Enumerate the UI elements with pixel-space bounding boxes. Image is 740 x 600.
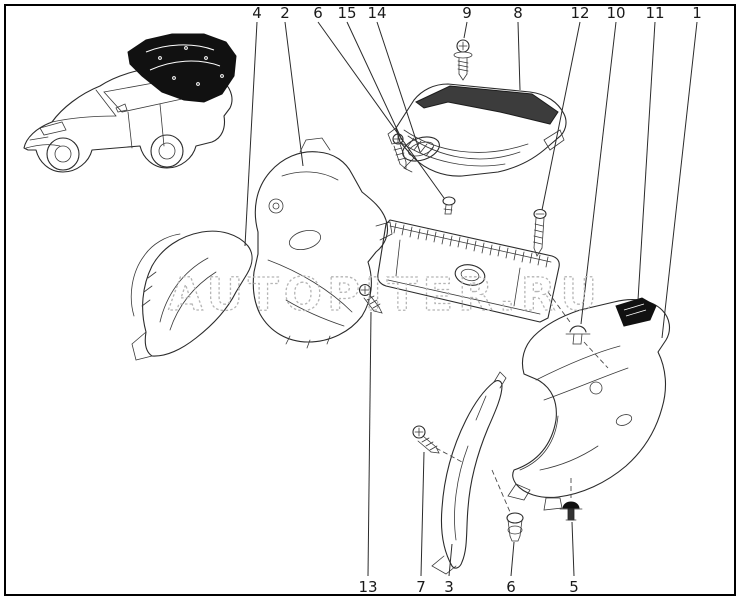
screw-part-7 [412,425,440,454]
slatted-sill-panel [377,219,560,323]
callout-1: 1 [692,4,702,22]
left-side-trim-panel-part-2 [252,137,393,349]
callout-13: 13 [358,578,377,596]
callout-labels-bottom: 13 7 3 6 5 [358,578,578,596]
leader-lines [244,21,698,577]
callout-7: 7 [416,578,426,596]
callout-6-top: 6 [313,4,323,22]
upper-sill-trim-part-8 [387,83,567,177]
callout-5: 5 [569,578,579,596]
highlighted-trunk-trim [127,33,237,103]
callout-14: 14 [367,4,386,22]
clip-part-6-top [442,196,456,215]
callout-12: 12 [570,4,589,22]
callout-10: 10 [606,4,625,22]
screw-part-13 [358,283,383,314]
callout-4: 4 [252,4,262,22]
trim-highlight-texture [145,44,224,86]
callout-8: 8 [513,4,523,22]
clip-part-5 [559,501,583,521]
right-side-trim-panel-part-1 [507,299,671,511]
callout-6-bottom: 6 [506,578,516,596]
rear-arch-trim-part-3 [431,371,507,575]
callout-2: 2 [280,4,290,22]
screw-part-12 [533,208,547,257]
clip-part-10 [565,325,591,345]
callout-9: 9 [462,4,472,22]
car-overview-illustration [23,33,237,173]
callout-3: 3 [444,578,454,596]
screw-part-9 [453,39,473,81]
callout-15: 15 [337,4,356,22]
clip-part-6-bottom [506,512,524,542]
assembly-dashed-lines [435,291,609,513]
diagram-border [4,4,736,596]
slat-texture [393,222,549,268]
left-wheel-arch-trim-part-4 [130,230,253,361]
callout-labels-top: 4 2 6 15 14 9 8 12 10 11 1 [252,4,702,22]
callout-11: 11 [645,4,664,22]
watermark-text: AUTOPITER.RU [168,268,602,321]
rear-wheel [150,134,184,168]
front-wheel [46,137,80,171]
